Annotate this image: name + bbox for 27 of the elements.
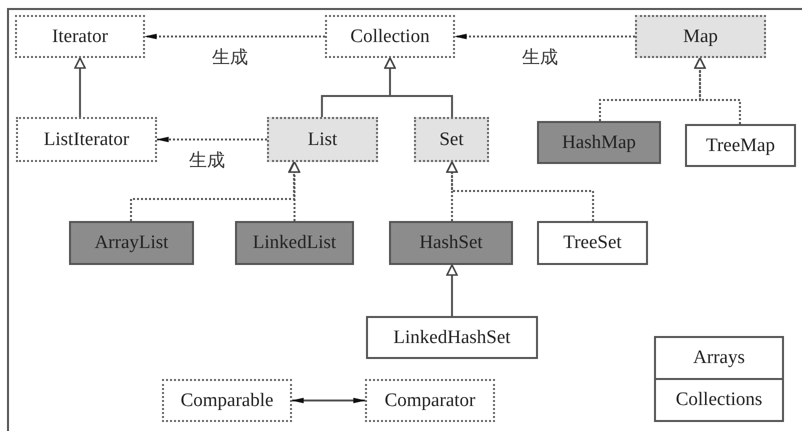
arrow (144, 34, 325, 40)
class-box: HashSet (389, 221, 513, 265)
class-box: TreeMap (685, 124, 796, 167)
class-box: Set (414, 117, 489, 162)
class-box: Collection (325, 15, 455, 58)
class-box: TreeSet (537, 221, 648, 265)
arrow (384, 57, 454, 117)
arrow (156, 136, 267, 142)
class-box: Comparator (365, 379, 495, 422)
class-box: ArrayList (69, 221, 194, 265)
class-box: Iterator (15, 15, 145, 58)
class-box: Map (635, 15, 766, 58)
class-box: HashMap (537, 121, 661, 164)
class-box: LinkedHashSet (366, 316, 538, 359)
class-box: Arrays (654, 336, 784, 380)
class-box: ListIterator (16, 117, 157, 162)
class-box: List (267, 117, 378, 162)
arrow (446, 264, 458, 316)
arrow (694, 57, 741, 124)
class-box: LinkedList (235, 221, 354, 265)
class-box: Collections (654, 378, 784, 422)
arrow (446, 161, 594, 221)
arrow (454, 34, 635, 40)
arrow (291, 398, 366, 404)
class-box: Comparable (162, 379, 292, 422)
arrow (74, 57, 86, 117)
arrow (288, 161, 300, 221)
